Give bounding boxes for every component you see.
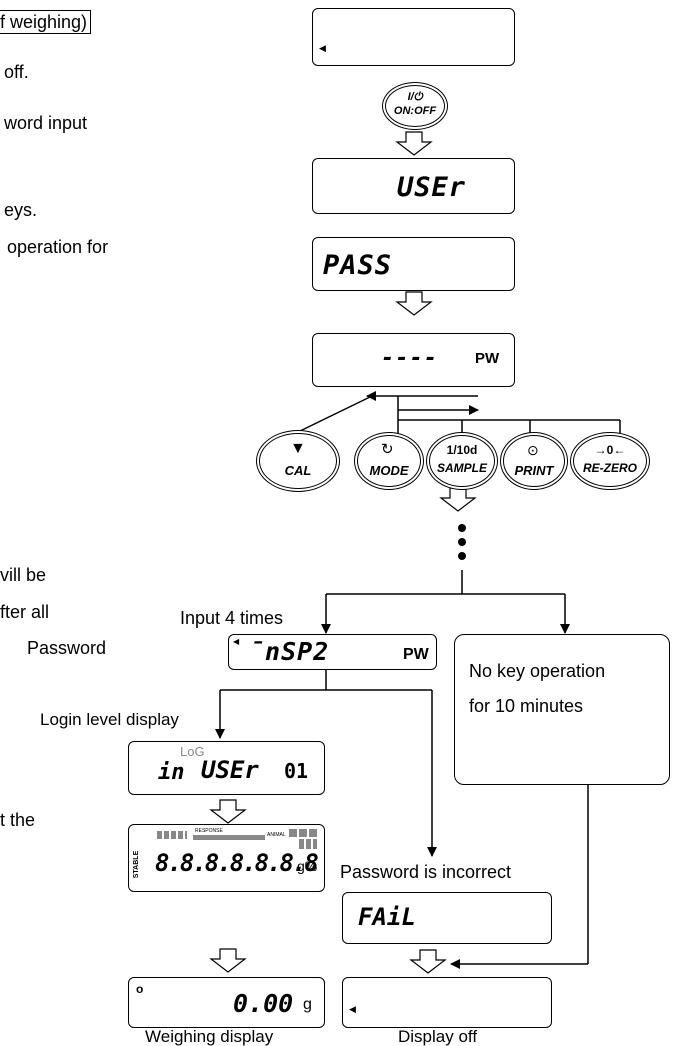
weigh-unit: g: [303, 996, 312, 1013]
display-pass-text: PASS: [323, 250, 393, 281]
left-text-7: fter all: [0, 602, 50, 622]
display-off-bottom: ◀: [342, 977, 552, 1028]
display-login: LoG in USEr 01: [128, 741, 325, 795]
left-text-2: off.: [4, 62, 29, 82]
display-fail: FAiL: [342, 892, 552, 944]
fail-text: FAiL: [358, 903, 416, 931]
log-small-text: LoG: [180, 744, 205, 759]
caption-weighing-display: Weighing display: [145, 1027, 274, 1046]
caption-display-off: Display off: [398, 1027, 478, 1046]
display-user: USEr: [312, 158, 515, 214]
print-key-label: PRINT: [514, 463, 554, 478]
on-off-key[interactable]: I/⏻ ON:OFF: [382, 82, 448, 130]
rezero-key-top: →0←: [594, 443, 626, 457]
on-off-key-label: ON:OFF: [393, 105, 437, 117]
rezero-key-label: RE-ZERO: [583, 461, 637, 475]
left-text-4: eys.: [4, 200, 38, 220]
label-password-incorrect: Password is incorrect: [340, 862, 512, 882]
left-text-1: f weighing): [0, 10, 92, 34]
log-in-text: in: [158, 760, 185, 785]
cal-triangle-icon: ▼: [290, 440, 306, 457]
label-login-level: Login level display: [40, 710, 179, 729]
msp2-mark: ◀: [233, 637, 240, 646]
pw-label: PW: [475, 350, 500, 367]
down-arrow-6: [209, 948, 247, 973]
left-text-8: Password: [27, 638, 107, 658]
mode-key[interactable]: ↻ MODE: [354, 432, 424, 490]
bar-indicators: [157, 831, 187, 839]
display-all-segments: RESPONSE ANIMAL STABLE 8.8.8.8.8.8.8 g%: [128, 824, 325, 892]
display-weighing: o 0.00 g: [128, 977, 325, 1028]
sample-key-top: 1/10d: [446, 443, 478, 457]
no-key-line2: for 10 minutes: [469, 696, 584, 716]
unit-indicator: g%: [297, 858, 318, 874]
display-password-input: ---- PW: [312, 333, 515, 387]
zero-mark: o: [136, 982, 144, 996]
level-blocks: [299, 839, 317, 849]
down-arrow-5: [209, 799, 247, 824]
msp2-pw-label: PW: [403, 646, 429, 663]
left-text-3: word input: [4, 113, 88, 133]
sample-key[interactable]: 1/10d SAMPLE: [426, 432, 498, 490]
weigh-value: 0.00: [233, 989, 294, 1018]
password-dashes: ----: [381, 346, 438, 371]
sample-key-label: SAMPLE: [436, 461, 487, 475]
stable-side-label: STABLE: [133, 850, 141, 879]
rezero-key[interactable]: →0← RE-ZERO: [570, 432, 650, 490]
no-key-operation-box: No key operation for 10 minutes: [454, 634, 670, 785]
stable-mark: ◀: [319, 43, 326, 53]
left-text-6: vill be: [0, 565, 47, 585]
display-off-top: ◀: [312, 8, 515, 66]
display-msp2: ◀ ̄nSP2 PW: [228, 634, 437, 670]
down-arrow-3: [395, 291, 433, 316]
no-key-line1: No key operation: [469, 661, 606, 681]
stable-mark-bottom: ◀: [349, 1004, 356, 1014]
log-user-text: USEr: [201, 756, 259, 784]
left-text-5: operation for: [7, 237, 109, 257]
cal-key-label: CAL: [284, 463, 312, 478]
display-pass: PASS: [312, 237, 515, 291]
log-level-text: 01: [284, 759, 309, 783]
indicator-blocks: [289, 829, 317, 837]
print-key[interactable]: ⊙ PRINT: [500, 432, 568, 490]
cal-key[interactable]: ▼ CAL: [256, 430, 340, 492]
left-text-9: t the: [0, 810, 36, 830]
animal-label: ANIMAL: [267, 832, 286, 838]
response-label: RESPONSE: [195, 828, 223, 834]
down-arrow-4: [439, 487, 477, 512]
display-user-text: USEr: [397, 172, 467, 203]
mode-cycle-icon: ↻: [381, 441, 394, 458]
all-digits: 8.8.8.8.8.8.8: [155, 849, 319, 877]
on-off-key-top: I/⏻: [407, 91, 423, 103]
response-bar: [193, 835, 265, 840]
mode-key-label: MODE: [369, 463, 409, 478]
down-arrow-1: [395, 131, 433, 156]
label-input-4-times: Input 4 times: [180, 608, 284, 628]
down-arrow-7: [409, 949, 447, 974]
print-icon: ⊙: [527, 442, 539, 458]
msp2-text: ̄nSP2: [249, 637, 330, 666]
